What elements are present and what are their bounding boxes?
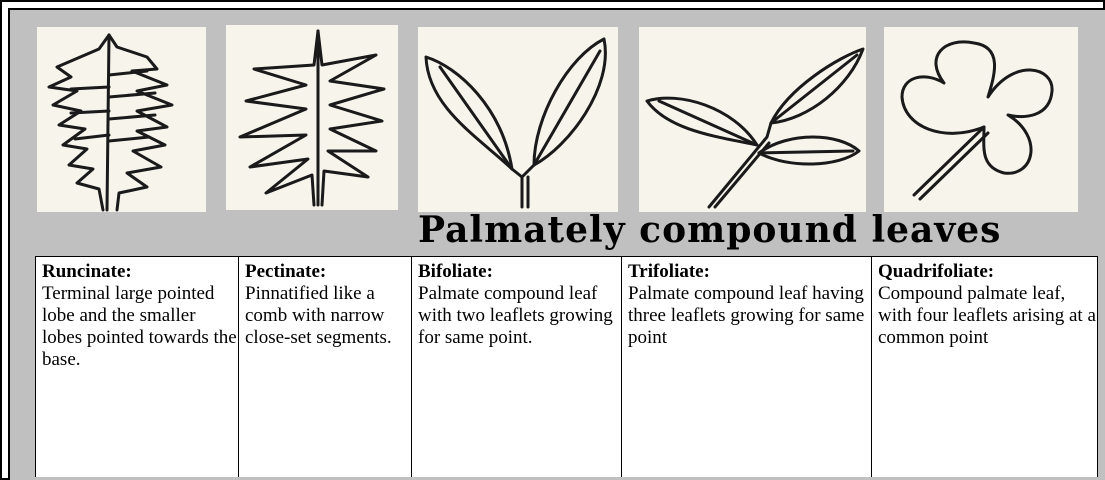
- leaf-type-description: Terminal large pointed lobe and the smal…: [42, 283, 238, 371]
- leaf-type-description: Compound palmate leaf, with four leaflet…: [878, 283, 1097, 349]
- trifoliate-leaf-illustration: [639, 27, 866, 212]
- leaf-type-term: Quadrifoliate:: [878, 261, 1097, 283]
- leaf-type-description: Palmate compound leaf having three leafl…: [628, 283, 871, 349]
- bifoliate-leaf-illustration: [418, 27, 618, 212]
- pectinate-leaf-illustration: [226, 25, 398, 210]
- quadrifoliate-leaf-illustration: [884, 27, 1078, 212]
- leaf-type-term: Runcinate:: [42, 261, 238, 283]
- figure-heading: Palmately compound leaves: [418, 212, 1001, 248]
- leaf-type-cell-quadrifoliate: Quadrifoliate: Compound palmate leaf, wi…: [872, 257, 1098, 477]
- leaf-type-description: Pinnatified like a comb with narrow clos…: [245, 283, 411, 349]
- leaf-type-term: Pectinate:: [245, 261, 411, 283]
- leaf-types-table: Runcinate: Terminal large pointed lobe a…: [35, 256, 1098, 477]
- leaf-type-cell-runcinate: Runcinate: Terminal large pointed lobe a…: [36, 257, 239, 477]
- runcinate-leaf-illustration: [37, 27, 206, 212]
- leaf-type-cell-pectinate: Pectinate: Pinnatified like a comb with …: [239, 257, 412, 477]
- leaf-type-term: Trifoliate:: [628, 261, 871, 283]
- leaf-type-cell-bifoliate: Bifoliate: Palmate compound leaf with tw…: [412, 257, 622, 477]
- leaf-type-cell-trifoliate: Trifoliate: Palmate compound leaf having…: [622, 257, 872, 477]
- leaf-type-description: Palmate compound leaf with two leaflets …: [418, 283, 621, 349]
- leaf-type-term: Bifoliate:: [418, 261, 621, 283]
